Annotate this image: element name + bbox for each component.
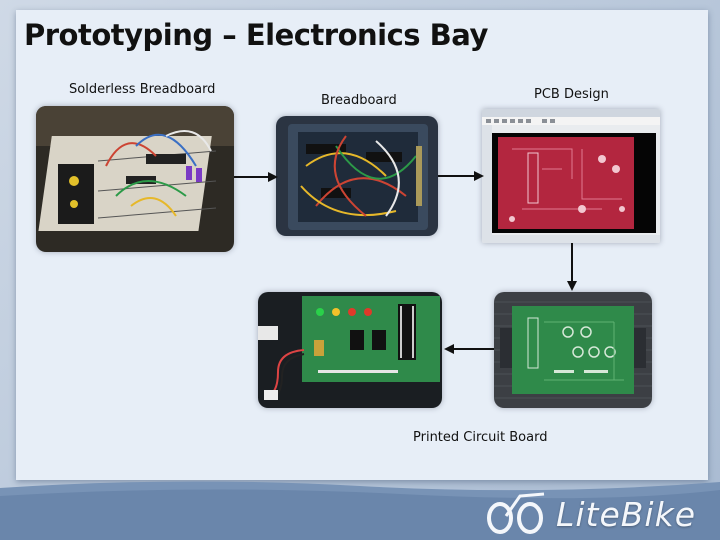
photo-pcb-design [482,109,660,243]
slide-title: Prototyping – Electronics Bay [24,18,488,52]
label-printed-circuit-board: Printed Circuit Board [413,430,548,445]
label-solderless-breadboard: Solderless Breadboard [69,82,216,97]
label-breadboard: Breadboard [321,93,397,108]
arrow-right-icon [234,172,278,182]
label-pcb-design: PCB Design [534,87,609,102]
bike-logo-icon [487,492,545,534]
arrow-left-icon [444,344,494,354]
brand-logo: LiteBike [486,492,706,536]
arrow-down-icon [567,243,577,291]
photo-solderless-breadboard [36,106,234,252]
arrow-right-icon [438,171,484,181]
photo-bare-pcb [494,292,652,408]
photo-assembled-pcb [258,292,442,408]
photo-breadboard [276,116,438,236]
brand-name: LiteBike [556,494,697,534]
